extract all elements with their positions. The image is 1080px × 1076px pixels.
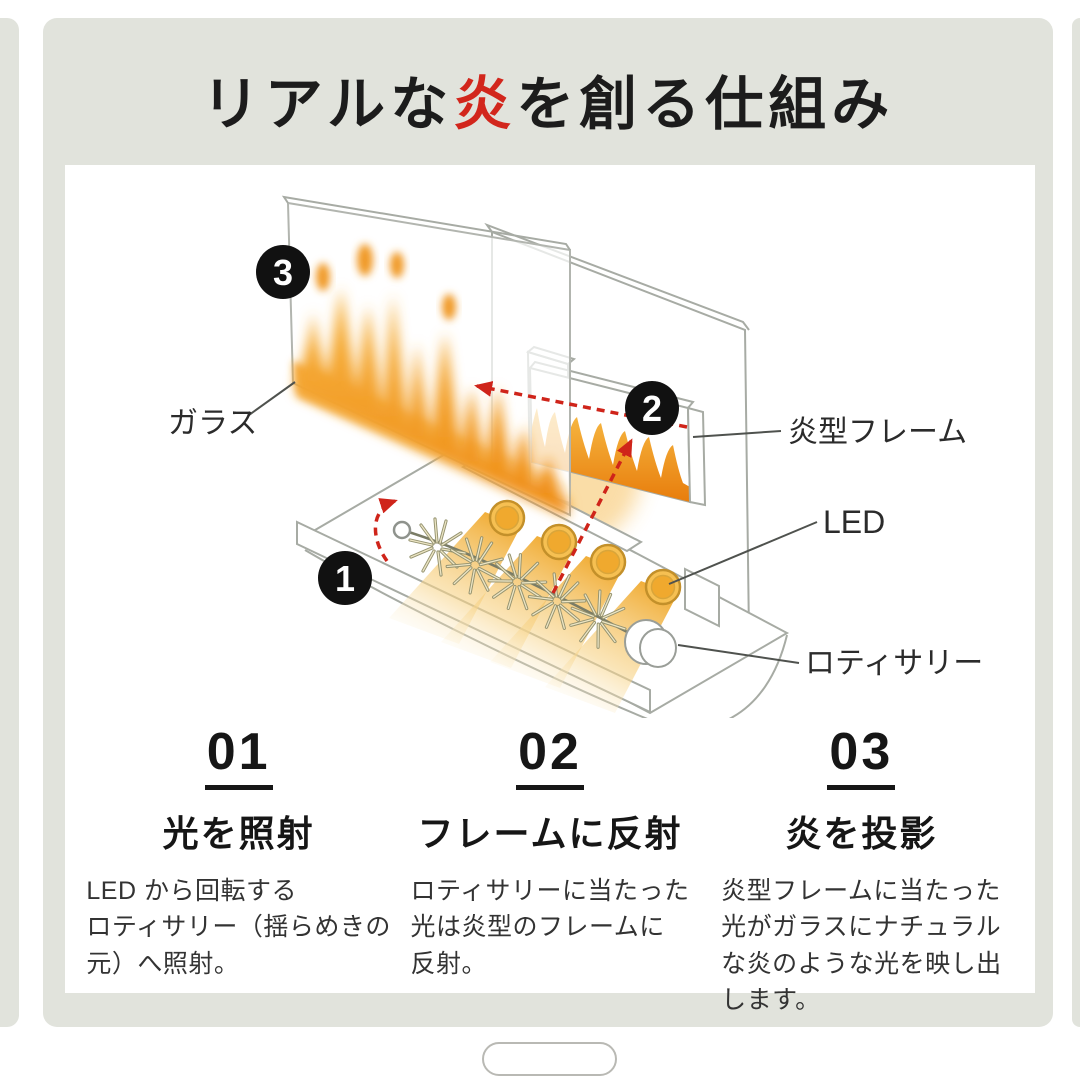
step-2-title: フレームに反射 [417,813,683,854]
step-3-number: 03 [827,726,896,790]
step-1-title: 光を照射 [162,813,315,854]
step-2: 02 フレームに反射 ロティサリーに当たった 光は炎型のフレームに 反射。 [394,718,705,1018]
title-accent: 炎 [453,71,517,137]
glass-label: ガラス [168,381,296,440]
step-3-title: 炎を投影 [785,813,938,854]
led-discs [488,499,682,606]
step-1: 01 光を照射 LED から回転する ロティサリー（揺らめきの 元）へ照射。 [83,718,394,1018]
product-info-card: リアルな炎を創る仕組み [43,18,1053,1027]
step-2-body: ロティサリーに当たった 光は炎型のフレームに 反射。 [410,877,690,978]
badge-3: 3 [256,245,310,299]
step-2-number: 02 [516,726,584,790]
rotisserie-assembly [373,498,677,668]
svg-text:LED: LED [823,504,885,540]
svg-text:2: 2 [642,388,662,429]
rotisserie-label: ロティサリー [677,644,983,680]
projected-flame [293,244,568,519]
title-prefix: リアルな [201,71,454,137]
led-beams [389,512,677,713]
carousel-prev-peek[interactable] [0,18,19,1027]
svg-text:1: 1 [335,558,355,599]
rotisserie-end-knob [624,619,677,668]
title-suffix: を創る仕組み [516,71,895,137]
title-band: リアルな炎を創る仕組み [43,18,1053,165]
led-disc [644,568,682,606]
step-3: 03 炎を投影 炎型フレームに当たった 光がガラスにナチュラル な炎のような光を… [706,718,1017,1018]
led-disc [488,499,526,537]
diagram-panel: 3 2 1 ガラス 炎型フレーム LED [65,165,1035,1014]
mechanism-diagram: 3 2 1 ガラス 炎型フレーム LED [168,195,983,718]
frame-flame-print [532,408,690,502]
carousel-next-peek[interactable] [1072,18,1080,1027]
svg-text:ロティサリー: ロティサリー [805,647,983,680]
badge-2: 2 [625,381,679,435]
page-indicator-pill[interactable] [482,1042,617,1076]
steps-section: 01 光を照射 LED から回転する ロティサリー（揺らめきの 元）へ照射。 0… [65,718,1035,1014]
svg-text:炎型フレーム: 炎型フレーム [788,416,967,449]
step-1-number: 01 [204,726,273,790]
step-3-body: 炎型フレームに当たった 光がガラスにナチュラル な炎のような光を映し出 します。 [721,877,1002,1014]
led-disc [540,523,578,561]
svg-text:ガラス: ガラス [168,407,257,440]
badge-1: 1 [318,551,372,605]
light-path-arrow-up [551,438,633,594]
page-title: リアルな炎を創る仕組み [202,57,894,141]
rotisserie-pin [392,520,412,540]
svg-text:3: 3 [273,252,293,293]
flame-frame-label: 炎型フレーム [692,416,967,449]
led-label: LED [668,504,885,585]
led-disc [589,543,627,581]
step-1-body: LED から回転する ロティサリー（揺らめきの 元）へ照射。 [86,877,391,978]
